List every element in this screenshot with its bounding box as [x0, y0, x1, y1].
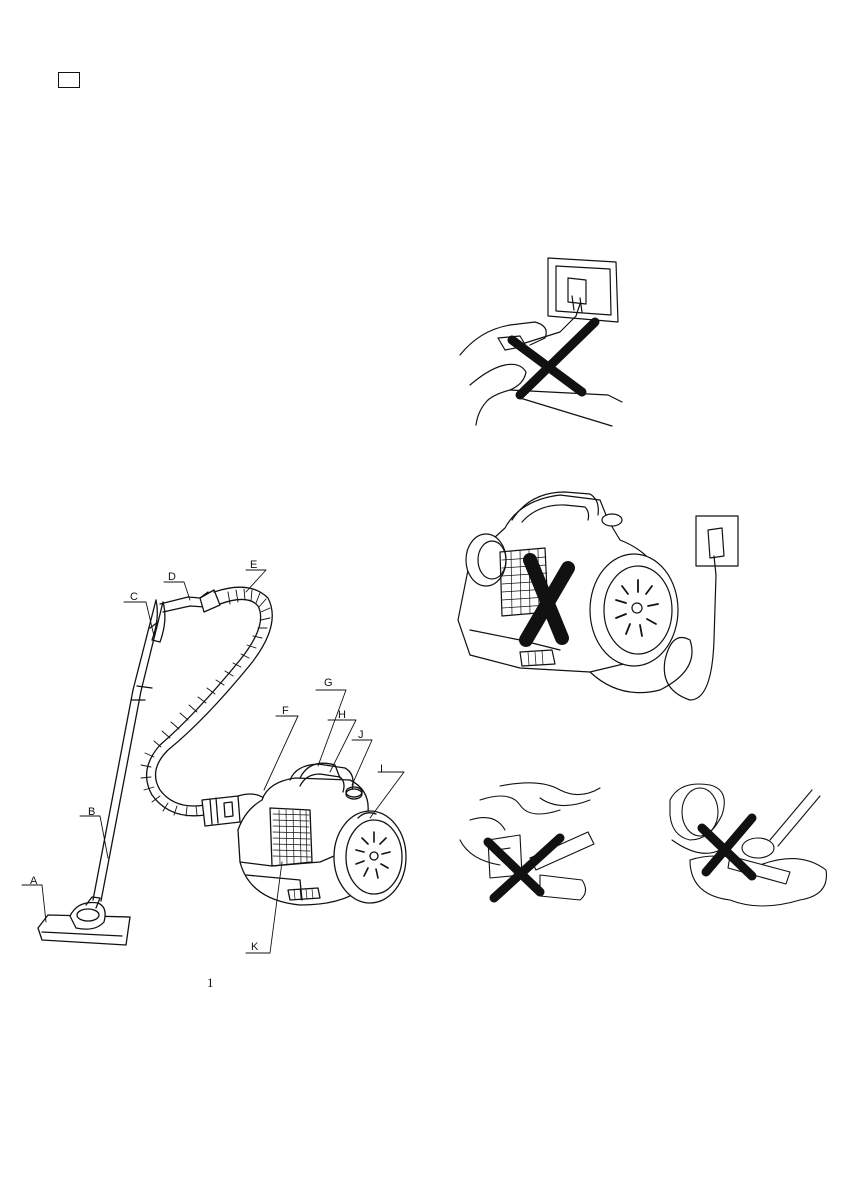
warning-liquids-figure — [0, 0, 842, 1191]
